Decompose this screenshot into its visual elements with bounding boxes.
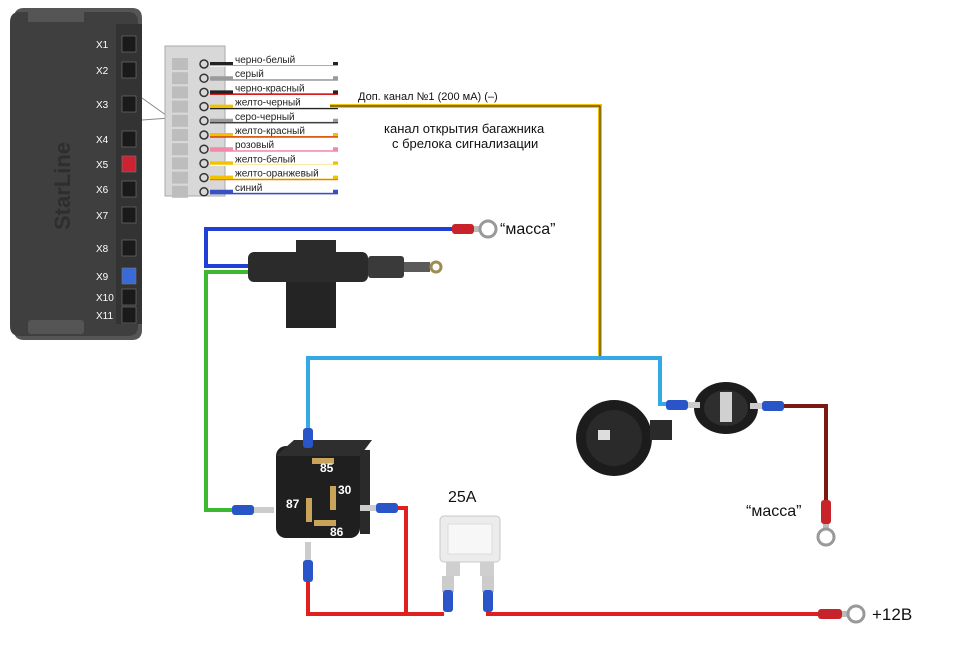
connector-label-x10: X10 bbox=[96, 293, 114, 304]
harness-terminal bbox=[172, 114, 188, 127]
connector-port-x11 bbox=[121, 306, 137, 324]
ground-label-top: “масса” bbox=[500, 221, 555, 238]
relay-86-power-wire bbox=[306, 582, 406, 616]
harness-label-bg bbox=[233, 96, 333, 108]
connector-label-x3: X3 bbox=[96, 100, 109, 111]
connector-port-x9 bbox=[121, 267, 137, 285]
connector-port-x1 bbox=[121, 35, 137, 53]
connector-port-x10 bbox=[121, 288, 137, 306]
connector-port-x8 bbox=[121, 239, 137, 257]
connector-label-x5: X5 bbox=[96, 160, 109, 171]
harness-wire-label: синий bbox=[235, 183, 262, 194]
harness-terminal bbox=[172, 100, 188, 113]
channel-label: Доп. канал №1 (200 мА) (–) bbox=[358, 91, 498, 103]
actuator-green-wire bbox=[204, 270, 248, 512]
connector-label-x8: X8 bbox=[96, 244, 109, 255]
harness-label-bg bbox=[233, 153, 333, 165]
connector-port-x5 bbox=[121, 155, 137, 173]
relay-pin-86: 86 bbox=[330, 525, 344, 539]
harness-label-bg bbox=[233, 82, 333, 94]
alarm-brand-logo: StarLine bbox=[50, 142, 75, 230]
harness-wire-label: черно-белый bbox=[235, 54, 295, 66]
harness-label-bg bbox=[233, 139, 333, 151]
connector-label-x11: X11 bbox=[96, 311, 113, 322]
harness-terminal bbox=[172, 171, 188, 184]
door-lock-actuator bbox=[248, 240, 443, 328]
ground-terminal-top bbox=[452, 219, 498, 239]
trunk-switch bbox=[576, 382, 784, 476]
relay: 85 30 87 86 bbox=[276, 440, 372, 539]
harness-label-bg bbox=[233, 167, 333, 179]
harness-terminal bbox=[172, 143, 188, 156]
relay-pin-87: 87 bbox=[286, 497, 300, 511]
harness-wire-label: серый bbox=[235, 69, 264, 80]
harness-wire-label: желто-красный bbox=[235, 126, 305, 137]
power-terminal bbox=[818, 604, 866, 624]
harness-wire-label: желто-черный bbox=[235, 98, 301, 109]
relay-pin-85: 85 bbox=[320, 461, 334, 475]
relay-connectors bbox=[232, 428, 398, 582]
harness-screw bbox=[199, 187, 209, 197]
harness-wire-label: желто-оранжевый bbox=[235, 169, 319, 180]
relay-pin-30: 30 bbox=[338, 483, 352, 497]
harness-wires: черно-белый серый черно-красный желто-черны… bbox=[210, 54, 338, 195]
connector-label-x9: X9 bbox=[96, 272, 109, 283]
harness-block: черно-белый серый черно-красный желто-черны… bbox=[164, 45, 338, 198]
harness-terminal bbox=[172, 58, 188, 70]
fuse bbox=[439, 515, 501, 612]
connector-label-x4: X4 bbox=[96, 135, 109, 146]
harness-screw bbox=[199, 158, 209, 169]
harness-label-bg bbox=[233, 110, 333, 122]
connector-label-x6: X6 bbox=[96, 185, 109, 196]
harness-screw bbox=[199, 116, 209, 126]
harness-screw bbox=[199, 101, 209, 112]
ground-label-right: “масса” bbox=[746, 503, 801, 520]
fuse-rating-label: 25А bbox=[448, 489, 477, 506]
power-label: +12В bbox=[872, 605, 912, 624]
harness-terminal bbox=[172, 185, 188, 198]
harness-terminal bbox=[172, 72, 188, 85]
connector-port-x7 bbox=[121, 206, 137, 224]
harness-label-bg bbox=[233, 125, 333, 136]
trunk-label-line1: канал открытия багажника bbox=[384, 121, 545, 136]
harness-terminal bbox=[172, 157, 188, 170]
trunk-label-line2: с брелока сигнализации bbox=[392, 136, 538, 151]
switch-ground-wire bbox=[784, 404, 828, 506]
harness-screw bbox=[199, 172, 209, 183]
harness-wire-label: розовый bbox=[235, 140, 274, 151]
connector-port-x3 bbox=[121, 95, 137, 113]
harness-label-bg bbox=[233, 181, 333, 193]
harness-screw bbox=[199, 87, 209, 98]
harness-wire-label: желто-белый bbox=[235, 153, 296, 165]
harness-label-bg bbox=[233, 54, 333, 65]
connector-port-x6 bbox=[121, 180, 137, 198]
harness-screw bbox=[199, 73, 209, 83]
harness-terminal bbox=[172, 86, 188, 99]
harness-label-bg bbox=[233, 68, 333, 80]
connector-label-x1: X1 bbox=[96, 40, 109, 51]
harness-screw bbox=[199, 59, 209, 69]
ground-terminal-right bbox=[816, 500, 836, 547]
connector-ports bbox=[121, 35, 137, 324]
harness-wire-label: черно-красный bbox=[235, 83, 305, 94]
harness-screw bbox=[199, 130, 209, 140]
harness-terminals bbox=[172, 58, 209, 198]
relay-switch-wire bbox=[306, 356, 668, 432]
relay-30-power-wire bbox=[396, 506, 444, 616]
harness-wire-label: серо-черный bbox=[235, 112, 295, 123]
actuator-blue-wire bbox=[204, 227, 455, 268]
connector-label-x2: X2 bbox=[96, 66, 109, 77]
connector-port-x4 bbox=[121, 130, 137, 148]
harness-terminal bbox=[172, 129, 188, 141]
fuse-power-wire bbox=[486, 612, 830, 616]
harness-screw bbox=[199, 144, 209, 154]
connector-label-x7: X7 bbox=[96, 211, 109, 222]
connector-port-x2 bbox=[121, 61, 137, 79]
